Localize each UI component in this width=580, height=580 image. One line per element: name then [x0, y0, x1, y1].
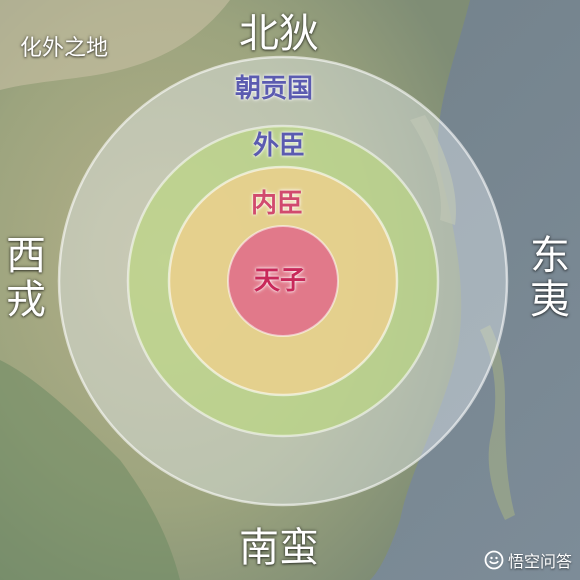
ring-label-vassal: 外臣: [253, 131, 306, 161]
direction-north: 北狄: [239, 11, 319, 57]
direction-south: 南蛮: [239, 525, 319, 571]
direction-west: 西戎: [0, 234, 45, 322]
corner-label: 化外之地: [20, 36, 109, 61]
watermark: 悟空问答: [484, 548, 572, 572]
wukong-logo-icon: [484, 550, 504, 570]
ring-label-emperor: 天子: [254, 266, 307, 296]
ring-label-tributary: 朝贡国: [235, 74, 314, 104]
ring-emperor: [227, 225, 339, 337]
watermark-text: 悟空问答: [507, 552, 572, 571]
ring-label-minister: 内臣: [251, 189, 304, 219]
direction-east: 东夷: [523, 234, 569, 322]
